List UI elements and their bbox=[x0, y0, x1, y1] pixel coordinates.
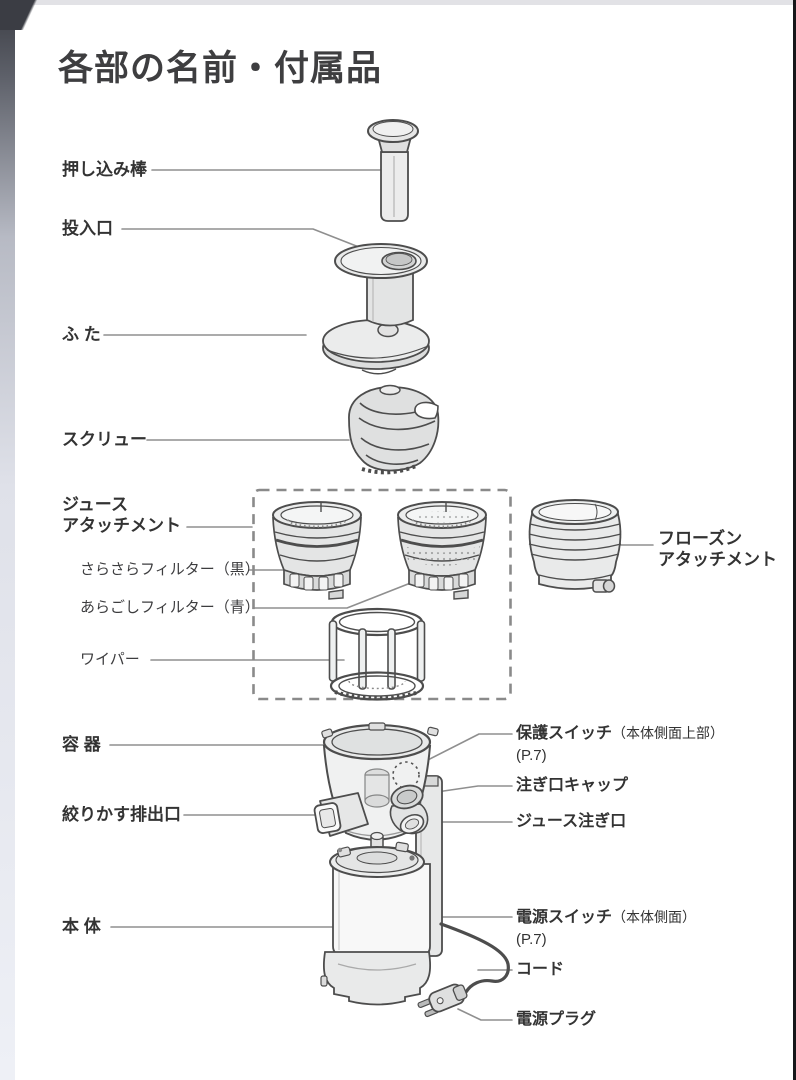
label-power-plug: 電源プラグ bbox=[516, 1011, 597, 1028]
label-coarse-filter: あらごしフィルター（青） bbox=[80, 599, 260, 616]
protect-switch-page-ref: (P.7) bbox=[516, 747, 547, 764]
page-edge-corner bbox=[0, 0, 58, 30]
fine-filter-illustration bbox=[271, 500, 363, 601]
power-switch-page-ref: (P.7) bbox=[516, 931, 547, 948]
label-frozen-attachment: フローズン アタッチメント bbox=[658, 529, 777, 569]
label-juice-attachment: ジュース アタッチメント bbox=[62, 495, 181, 535]
label-wiper: ワイパー bbox=[80, 651, 140, 668]
pusher-rod-illustration bbox=[367, 119, 419, 222]
label-pulp-outlet: 絞りかす排出口 bbox=[62, 805, 181, 824]
juice-spout-illustration bbox=[389, 784, 429, 835]
coarse-filter-mesh bbox=[404, 511, 480, 566]
label-container: 容 器 bbox=[62, 735, 101, 754]
label-inlet: 投入口 bbox=[62, 219, 113, 238]
lid-illustration bbox=[322, 243, 430, 375]
main-body-illustration bbox=[320, 831, 432, 1006]
label-protect-switch: 保護スイッチ（本体側面上部） (P.7) bbox=[516, 725, 725, 764]
label-lid: ふ た bbox=[62, 325, 101, 344]
frozen-attachment-illustration bbox=[528, 499, 622, 593]
page-title: 各部の名前・付属品 bbox=[58, 49, 383, 88]
page-edge-top bbox=[0, 0, 796, 5]
label-main-body: 本 体 bbox=[62, 917, 101, 936]
screw-illustration bbox=[348, 384, 440, 475]
power-plug-illustration bbox=[417, 983, 468, 1018]
label-juice-spout: ジュース注ぎ口 bbox=[516, 813, 627, 830]
label-cord: コード bbox=[516, 961, 565, 978]
label-fine-filter: さらさらフィルター（黒） bbox=[80, 561, 260, 578]
label-spout-cap: 注ぎ口キャップ bbox=[516, 777, 629, 794]
page-edge-right bbox=[793, 0, 796, 1080]
wiper-illustration bbox=[328, 607, 426, 701]
pulp-outlet-illustration bbox=[313, 792, 369, 837]
label-screw: スクリュー bbox=[62, 430, 147, 449]
label-pusher: 押し込み棒 bbox=[62, 160, 147, 179]
power-cord-illustration bbox=[439, 922, 510, 994]
label-power-switch: 電源スイッチ（本体側面） (P.7) bbox=[516, 909, 697, 948]
page-edge-left bbox=[0, 0, 15, 1080]
leader-lines bbox=[103, 169, 654, 1021]
